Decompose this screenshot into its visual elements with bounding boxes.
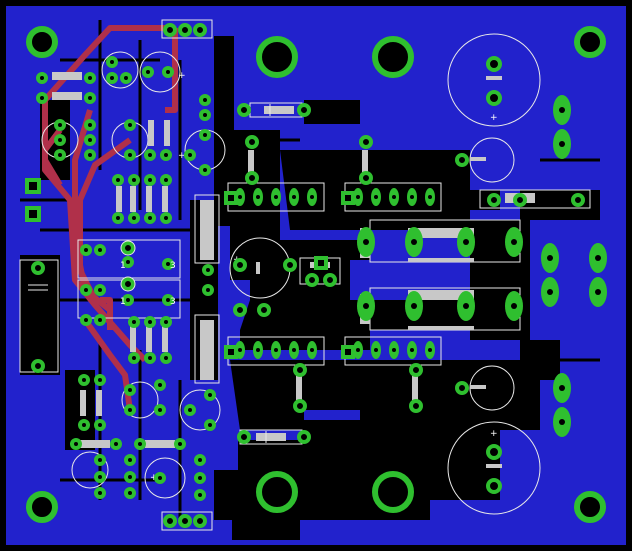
cap-plus-label-4: + <box>178 71 186 81</box>
trimmer-2-number: 3 <box>170 297 176 307</box>
mount-hole-bottom-mid-2 <box>372 471 414 513</box>
capacitor-small-1 <box>139 51 181 93</box>
capacitor-small-4 <box>144 457 186 499</box>
silk-marks <box>28 104 271 443</box>
header-bottom <box>161 511 213 531</box>
cap-plus-label-5: + <box>178 151 186 161</box>
capacitor-bottom-right <box>447 421 541 515</box>
mount-hole-bottom-mid-1 <box>256 471 298 513</box>
mount-hole-bottom-left <box>26 491 58 523</box>
capacitor-small-8 <box>71 451 109 489</box>
mount-hole-top-mid-2 <box>372 36 414 78</box>
trimmer-1-number: 3 <box>170 261 176 271</box>
cap-plus-label-2: + <box>490 429 498 439</box>
trimmer-silk <box>120 240 136 292</box>
capacitor-small-3 <box>179 389 221 431</box>
trimmer-2-mark: 1 <box>120 297 126 307</box>
cap-plus-label-6: + <box>150 473 158 483</box>
oval-pad-holes <box>238 107 601 425</box>
mount-hole-bottom-right <box>574 491 606 523</box>
capacitor-polarity-bars <box>256 76 502 468</box>
trimmer-1-mark: 1 <box>120 261 126 271</box>
mount-hole-top-mid-1 <box>256 36 298 78</box>
round-pads <box>31 23 585 528</box>
component-bodies <box>52 72 535 448</box>
header-top <box>161 19 213 39</box>
mount-hole-top-right <box>574 26 606 58</box>
inductor-center-2 <box>194 314 220 384</box>
cap-plus-label-1: + <box>490 113 498 123</box>
mount-hole-top-left <box>26 26 58 58</box>
capacitor-small-5 <box>101 51 139 89</box>
inductor-center <box>194 194 220 264</box>
capacitor-top-right <box>447 33 541 127</box>
capacitor-small-9 <box>121 381 159 419</box>
mounting-holes <box>26 26 606 523</box>
resistor-right-link <box>479 189 591 209</box>
top-layer-traces <box>42 25 178 411</box>
